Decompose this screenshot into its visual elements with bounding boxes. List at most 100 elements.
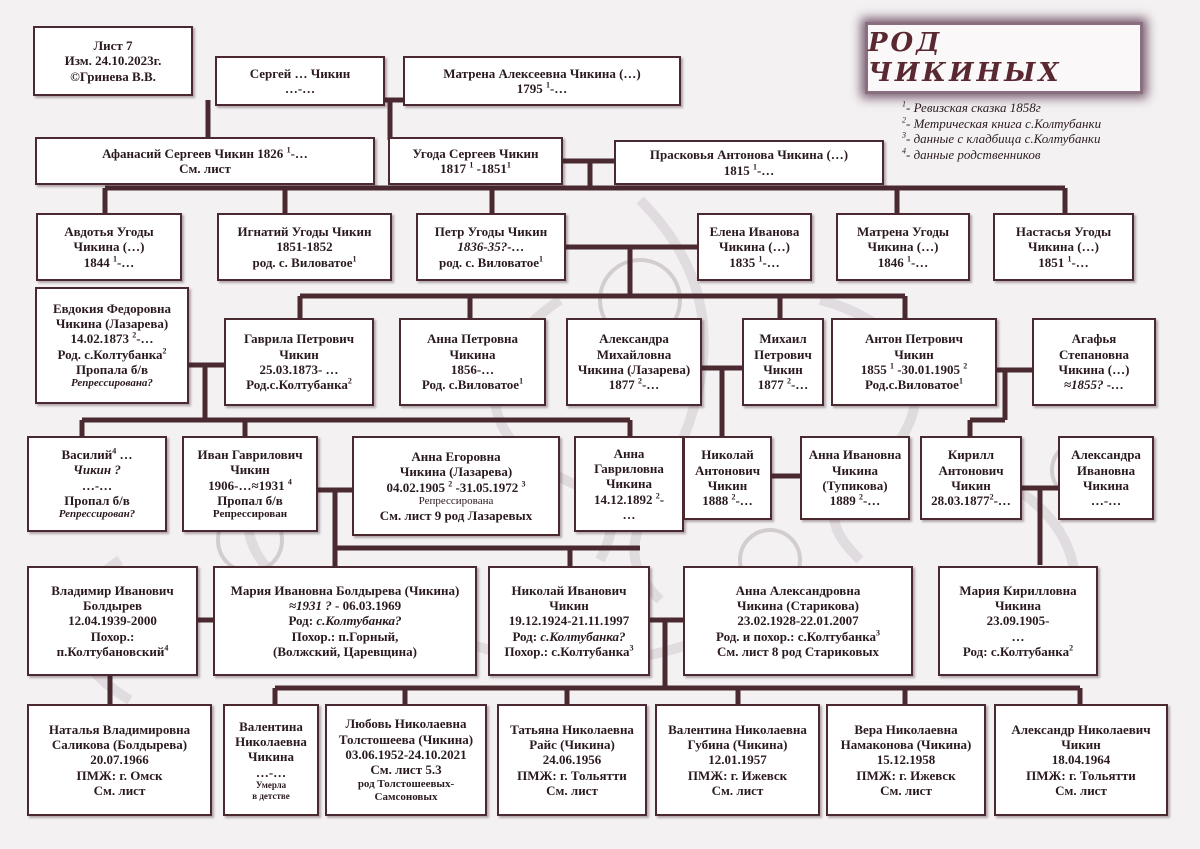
text-line: Чикина	[831, 462, 878, 478]
text-line: 14.02.1873 2-…	[70, 331, 153, 346]
text-line: Василий4 …	[62, 447, 133, 462]
text-line: 23.09.1905-	[986, 613, 1050, 629]
text-fragment: Род. с.Колтубанка	[57, 346, 163, 362]
text-line: Елена Иванова	[709, 224, 800, 239]
text-line: Анна Петровна	[427, 331, 518, 347]
source-footnote-mark: 1	[469, 160, 474, 170]
text-line: Евдокия Федоровна	[53, 300, 171, 316]
text-line: Род: с.Колтубанка2	[963, 644, 1073, 659]
text-line: Любовь Николаевна	[345, 716, 467, 732]
text-line: Чикина (…)	[1028, 239, 1099, 255]
text-line: Толстошеева (Чикина)	[338, 731, 474, 747]
text-line: См. лист 8 род Стариковых	[716, 643, 879, 659]
text-fragment: род. с. Виловатое	[252, 254, 353, 270]
text-line: 1877 2-…	[758, 377, 809, 392]
text-fragment: 1906-…≈1931	[208, 477, 288, 493]
source-footnote-mark: 1	[545, 80, 550, 90]
text-fragment: Род: с.Колтубанка	[962, 643, 1070, 659]
text-line: …-…	[255, 764, 287, 780]
text-line: См. лист 5.3	[370, 762, 442, 778]
source-footnote-mark: 1	[112, 254, 117, 264]
text-fragment: 1815	[723, 162, 753, 178]
text-line: Кирилл	[947, 447, 995, 463]
text-line: Владимир Иванович	[51, 582, 174, 598]
text-line: Похор.: с.Колтубанка3	[504, 644, 633, 659]
text-line: 15.12.1958	[876, 752, 936, 768]
text-fragment: 1844	[83, 254, 113, 270]
text-line: …-…	[1090, 493, 1122, 509]
text-line: род. с. Виловатое1	[252, 255, 356, 270]
source-footnote-mark: 2	[655, 491, 660, 501]
text-line: Антонович	[938, 462, 1004, 478]
text-line: Чикина	[247, 749, 294, 765]
text-fragment: 1888	[702, 493, 732, 509]
text-line: ПМЖ: г. Ижевск	[856, 767, 956, 783]
text-line: Александра	[1071, 447, 1141, 463]
text-line: Род: с.Колтубанка?	[288, 613, 401, 628]
source-footnote-mark: 2	[637, 377, 642, 386]
text-line: 1855 1 -30.01.1905 2	[861, 362, 968, 377]
text-line: ≈1931 ? - 06.03.1969	[289, 598, 401, 613]
text-fragment: 1817	[440, 161, 470, 176]
text-line: См. лист	[880, 782, 932, 798]
text-line: п.Колтубановский4	[57, 644, 169, 659]
text-fragment: Василий	[61, 446, 113, 462]
person-mariya-ivanovna: Мария Ивановна Болдырева (Чикина) ≈1931 …	[213, 566, 477, 676]
text-fragment: Род. и похор.: с.Колтубанка	[715, 628, 877, 644]
text-line: род. с. Виловатое1	[439, 255, 543, 270]
legend-item: 1- Ревизская сказка 1858г	[902, 100, 1101, 116]
text-line: 1856-…	[450, 362, 495, 377]
text-line: Чикин	[951, 478, 991, 493]
text-line: Чикин	[1061, 737, 1101, 752]
text-line: Александр Николаевич	[1011, 721, 1151, 737]
text-line: ПМЖ: г. Тольятти	[517, 767, 627, 783]
text-line: См. лист 9 род Лазаревых	[379, 507, 533, 523]
text-line: Анна Егоровна	[411, 448, 501, 464]
text-fragment: 14.02.1873	[70, 331, 133, 347]
text-line: 25.03.1873- …	[259, 362, 339, 377]
text-line: Род. с.Виловатое1	[422, 377, 523, 392]
source-footnote-mark: 2	[731, 493, 736, 502]
text-line: Репрессирован?	[58, 508, 136, 521]
text-fragment: - данные родственников	[906, 146, 1041, 162]
text-fragment: с.Колтубанка?	[540, 628, 626, 644]
text-fragment: -…	[762, 254, 780, 270]
sheet-author: ©Гринева В.В.	[70, 68, 156, 84]
text-fragment: с.Колтубанка?	[316, 613, 402, 629]
sheet-number: Лист 7	[93, 38, 133, 53]
text-line: 28.03.18772-…	[931, 493, 1011, 508]
text-line: Петрович	[754, 346, 812, 362]
text-line: Чикина (…)	[867, 239, 939, 255]
text-fragment: -…	[910, 254, 929, 270]
text-line: Угода Сергеев Чикин	[412, 145, 539, 161]
text-line: ПМЖ: г. Ижевск	[687, 767, 788, 783]
text-line: 1815 1-…	[724, 163, 775, 178]
text-line: Анна Ивановна	[808, 447, 902, 463]
text-line: 12.04.1939-2000	[68, 613, 157, 629]
text-line: Авдотья Угоды	[64, 224, 154, 239]
text-line: 1889 2-…	[830, 493, 881, 508]
text-line: Пропал б/в	[64, 492, 130, 508]
text-line: Антон Петрович	[864, 331, 963, 347]
source-footnote-mark: 2	[989, 493, 994, 502]
text-fragment: Род:	[288, 613, 317, 629]
text-line: Род.с.Колтубанка2	[246, 377, 352, 392]
text-fragment: 28.03.1877	[931, 493, 990, 509]
person-matrena-alekseevna: Матрена Алексеевна Чикина (…) 1795 1-…	[403, 56, 681, 106]
text-fragment: Афанасий Сергеев Чикин 1826	[102, 145, 287, 161]
text-line: ПМЖ: г. Тольятти	[1026, 767, 1136, 783]
source-footnote-mark: 1	[906, 254, 911, 264]
text-line: 03.06.1952-24.10.2021	[345, 747, 467, 763]
text-fragment: -…	[1071, 254, 1089, 270]
text-line: Намаконова (Чикина)	[840, 737, 972, 752]
text-line: Пропала б/в	[75, 362, 149, 377]
text-line: См. лист	[93, 782, 146, 798]
